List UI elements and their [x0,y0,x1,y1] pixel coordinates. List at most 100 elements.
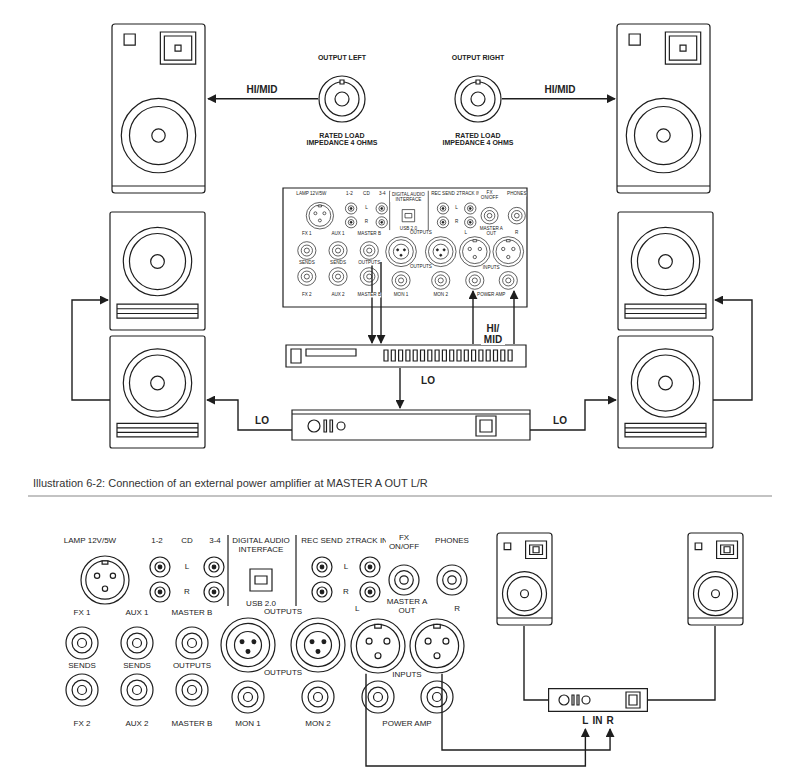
jack-socket-ring [368,687,388,707]
usb-port [402,210,414,222]
xlr-socket-ring [463,240,488,264]
panel-label: 3-4 [209,537,221,546]
jack-socket-hole [367,274,372,279]
rca-pin [469,221,471,223]
panel-label: FX 2 [74,720,91,729]
panel-label: POWER AMP [382,720,431,729]
speaker-wire [207,400,292,430]
woofer [503,572,547,616]
speaker-cabinet [112,24,205,193]
crossover-handle [291,349,301,363]
jack-socket-hole [438,278,443,283]
mixer-panel-small [298,191,526,290]
signal-wire [472,291,473,344]
rca-pin [381,221,383,223]
jack-socket-hole [188,639,197,648]
rca-jack-ring [467,220,473,226]
rca-jack-ring [209,562,219,572]
xlr-pin [440,254,442,256]
tweeter-driver [175,45,181,51]
panel-label: L [344,563,348,572]
channel-label: R [409,605,465,614]
input-label: R [606,715,613,726]
jack-socket-hole [506,278,511,283]
xlr-pin [443,249,445,251]
panel-label: DIGITAL AUDIO INTERFACE [390,192,426,202]
xlr-latch [506,240,510,242]
rca-jack [150,582,170,602]
xlr-socket [306,202,333,229]
xlr-pin [436,249,438,251]
signal-label: HI/MID [246,84,277,95]
panel-label: MASTER B [358,293,381,298]
tweeter-horn-inner [164,36,191,60]
panel-label: 1-2 [151,537,163,546]
jack-socket-hole [133,686,142,695]
crossover-control [508,350,512,361]
jack-socket-hole [314,693,323,702]
amp-logo [308,420,320,432]
jack-socket-hole [487,213,492,218]
jack-socket-ring [364,271,375,282]
panel-label: PHONES [435,537,469,546]
jack-socket-ring [332,245,343,256]
panel-label: SENDS [330,261,346,266]
woofer [123,349,191,417]
woofer-cap [659,376,673,390]
woofer [626,98,700,172]
impedance-note: RATED LOAD IMPEDANCE 4 OHMS [440,132,516,147]
rca-pin [469,207,471,209]
input-label: L [582,715,588,726]
rca-jack [345,203,356,214]
rca-jack-ring [348,220,354,226]
jack-socket [437,565,467,595]
jack-socket-hole [304,274,309,279]
jack-socket-ring [182,633,202,653]
panel-label: AUX 1 [125,609,148,618]
crossover-display [306,349,356,356]
xlr-latch [473,240,477,242]
rca-jack-ring [440,206,446,212]
panel-label: FX 1 [302,231,312,236]
rca-pin [212,565,216,569]
speaker-wire [530,400,616,430]
jack-socket-ring [182,680,202,700]
jack-socket-hole [244,693,253,702]
panel-label: FX ON/OFF [386,534,422,552]
xlr-latch [434,624,440,628]
jack-socket-hole [304,248,309,253]
power-amplifier: LINR [548,688,648,728]
xlr-pin-hole [94,573,99,578]
amp-panel-line [292,413,530,414]
speaker-plinth [617,185,710,186]
rca-jack [376,203,387,214]
panel-label: LAMP 12V/5W [64,537,116,546]
jack-socket-hole [433,693,442,702]
panel-label: MASTER B [172,720,213,729]
rca-pin [368,590,372,594]
rca-pin [381,207,383,209]
jack-socket [360,242,378,260]
xlr-socket [386,237,417,267]
xlr-socket-ring [296,623,339,666]
speaker-wire [648,626,715,700]
xlr-insert [235,632,262,659]
amp-logo [559,695,569,705]
tweeter-driver [533,547,539,553]
jack-socket-hole [374,693,383,702]
rca-jack [437,217,448,228]
signal-label: HI/ MID [481,323,505,345]
crossover-control [472,350,476,361]
subwoofer-cabinet [110,336,205,448]
panel-label: FX ON/OFF [478,190,500,200]
speaker-plinth [688,617,743,618]
jack-socket [329,268,347,286]
jack-socket [421,681,453,713]
jack-socket-ring [443,571,462,590]
xlr-pin-hole [102,586,107,591]
jack-socket-ring [469,275,480,286]
amp-power-switch [626,692,640,708]
panel-label: SENDS [123,662,151,671]
